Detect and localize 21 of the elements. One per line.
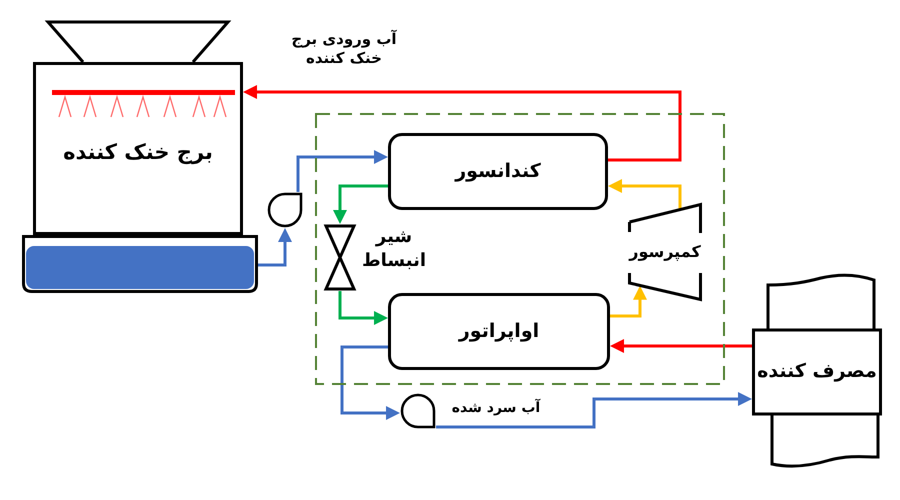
node-label: مصرف کننده [757, 360, 877, 384]
valve-symbol [324, 224, 356, 291]
arrow [608, 179, 682, 210]
arrow [610, 339, 752, 353]
arrow [338, 291, 388, 325]
arrow [333, 184, 388, 224]
arrow [436, 392, 752, 428]
cooling-tower [33, 62, 243, 235]
water-basin [22, 235, 258, 293]
node-label: برج خنک کننده [63, 138, 213, 165]
arrow [340, 346, 400, 420]
arrow [610, 286, 647, 318]
symbol-label: شیر انبساط [360, 225, 428, 274]
pump-symbol [267, 192, 303, 228]
arrow [258, 228, 292, 266]
arrow [296, 150, 388, 192]
arrow [243, 85, 682, 162]
pump-symbol [400, 393, 436, 429]
node-label: کمپرسور [629, 242, 701, 262]
process-box: کندانسور [388, 133, 608, 210]
process-box: اواپراتور [388, 293, 610, 370]
